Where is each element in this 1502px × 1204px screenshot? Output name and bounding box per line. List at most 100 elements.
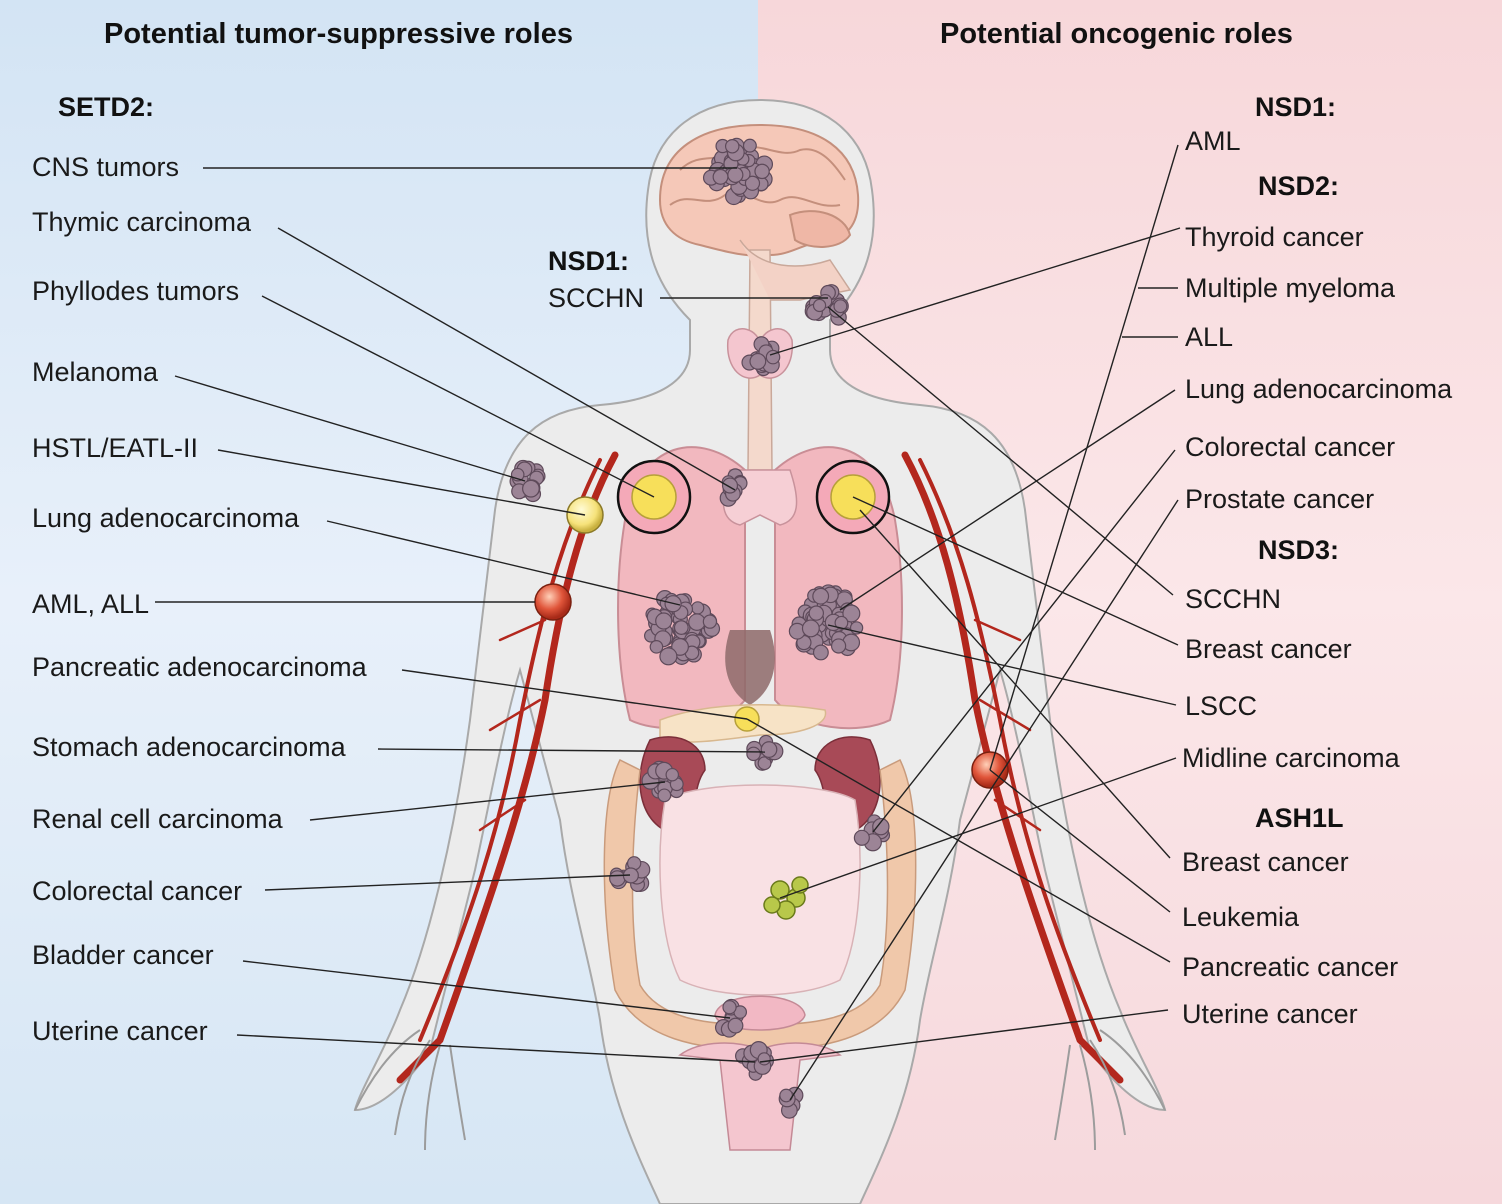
tumor-cell [830,638,847,654]
label-midline-carcinoma: Midline carcinoma [1182,743,1400,773]
leader-lines [155,144,1181,1101]
leader-line [989,144,1179,771]
leader-line [839,389,1176,611]
tumor-cell [749,352,767,370]
label-stomach-adenocarcinoma: Stomach adenocarcinoma [32,732,346,762]
label-lscc: LSCC [1185,691,1258,721]
label-breast-cancer-ash1l: Breast cancer [1182,847,1349,877]
tumor-cell [702,614,718,629]
leader-line [242,960,731,1019]
tumor-cell [673,620,689,635]
tumor-cell [812,644,829,661]
label-all-right: ALL [1185,322,1234,352]
label-pancreatic-cancer: Pancreatic cancer [1182,952,1399,982]
hands [354,1029,1166,1151]
tumor-cell [765,349,781,365]
leader-line [759,1009,1169,1063]
tumor-clusters [509,137,891,1119]
label-aml-all: AML, ALL [32,589,150,619]
tumor-cluster-lung-left [644,590,721,666]
tumor-cell [757,1052,771,1066]
label-prostate-cancer: Prostate cancer [1185,484,1375,514]
label-aml-right: AML [1185,126,1241,156]
tumor-cluster-scchn [804,284,849,326]
colon [603,758,917,1051]
label-pancreatic-adenocarcinoma: Pancreatic adenocarcinoma [32,652,367,682]
tumor-cluster-stomach [746,734,784,771]
label-uterine-cancer-right: Uterine cancer [1182,999,1358,1029]
group-nsd1-right: NSD1: [1255,92,1337,122]
tumor-cluster-brain [702,137,774,206]
label-uterine-cancer-left: Uterine cancer [32,1016,208,1046]
label-lung-adenocarcinoma-left: Lung adenocarcinoma [32,503,300,533]
tumor-cluster-colorectal-left [609,856,651,892]
leader-line [236,1034,756,1063]
label-breast-cancer-nsd3: Breast cancer [1185,634,1352,664]
leader-line [326,520,681,606]
tumor-cell [872,817,890,836]
label-lung-adenocarcinoma-right: Lung adenocarcinoma [1185,374,1453,404]
label-hstl-eatl: HSTL/EATL-II [32,433,199,463]
label-phyllodes-tumors: Phyllodes tumors [32,276,240,306]
tumor-cell [834,615,849,630]
tumor-cluster-lung-right [788,584,864,661]
tumor-cell [724,138,740,154]
tumor-cell [691,601,705,615]
tumor-cell [671,638,689,656]
label-colorectal-cancer-right: Colorectal cancer [1185,432,1396,462]
tumor-cell [657,788,672,803]
tumor-cell [744,175,761,191]
leader-line [859,509,1171,859]
tumor-cell [808,605,825,621]
leader-line [217,449,586,516]
header-oncogenic: Potential oncogenic roles [940,18,1293,50]
leader-line [277,227,736,491]
tumor-cell [742,138,757,153]
label-renal-cell-carcinoma: Renal cell carcinoma [32,804,283,834]
leader-line [789,499,1179,1101]
tumor-cell [688,613,706,631]
tumor-cluster-prostate [778,1086,804,1119]
tumor-cell [727,166,744,184]
label-leukemia: Leukemia [1182,902,1300,932]
tumor-cell [754,163,770,180]
leader-line [174,375,526,482]
leader-line [261,295,655,498]
leader-line [309,781,666,821]
group-nsd1-center: NSD1: [548,246,630,276]
tumor-cell [649,640,664,654]
tumor-cell [722,1000,737,1015]
tumor-cell [665,767,680,782]
group-ash1l: ASH1L [1255,803,1344,833]
tumor-cluster-bladder [714,998,748,1038]
leader-line [769,227,1181,356]
group-setd2: SETD2: [58,92,155,122]
leader-line [989,769,1171,913]
tumor-cluster-renal [641,760,684,803]
tumor-cluster-uterine [734,1041,774,1081]
leader-line [377,748,766,753]
label-scchn-center: SCCHN [548,283,645,313]
leader-line [852,496,1179,646]
label-colorectal-cancer-left: Colorectal cancer [32,876,243,906]
label-thyroid-cancer: Thyroid cancer [1185,222,1364,252]
tumor-cell [712,168,729,185]
aml-all-marker [534,583,572,621]
tumor-cell [659,647,678,666]
leader-line [827,624,1177,706]
tumor-cell [812,587,830,605]
tumor-cell [853,829,870,846]
tumor-cell [727,1017,744,1034]
tumor-cell [721,477,739,494]
group-nsd3: NSD3: [1258,535,1340,565]
tumor-cluster-melanoma [509,459,546,503]
group-nsd2: NSD2: [1258,171,1340,201]
label-bladder-cancer: Bladder cancer [32,940,214,970]
tumor-cell [655,612,673,630]
leader-line [827,306,1174,596]
label-multiple-myeloma: Multiple myeloma [1185,273,1396,303]
leader-line [264,874,631,891]
tumor-cell [522,479,540,498]
label-melanoma: Melanoma [32,357,159,387]
